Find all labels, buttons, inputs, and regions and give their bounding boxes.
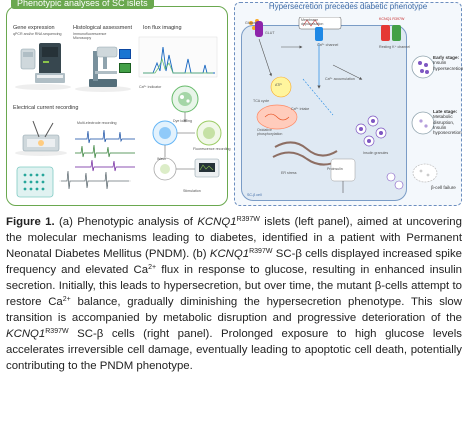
caption-s6: SC-β cells (right panel). Prolonged expo… bbox=[6, 328, 462, 372]
ca-channel-label: Ca²⁺ channel bbox=[317, 43, 339, 47]
ca-indicator-label: Ca²⁺ indicator bbox=[139, 85, 162, 89]
atp-label: ATP bbox=[275, 83, 282, 87]
er-stress-label: ER stress bbox=[281, 171, 297, 175]
panel-a: Phenotypic analyses of SC islets Gene ex… bbox=[6, 0, 231, 206]
late-stage-text: Late stage: Metabolic disruption, Insuli… bbox=[433, 109, 463, 135]
late-stage-body: Metabolic disruption, Insulin hyposecret… bbox=[433, 114, 462, 136]
early-stage-text: Early stage: Insulin hypersecretion bbox=[433, 55, 463, 71]
tca-label: TCA cycle bbox=[253, 99, 270, 103]
multi-electrode-label: Multi-electrode recording bbox=[77, 121, 117, 125]
gene-expression-sub: qPCR and/or RNA sequencing bbox=[13, 32, 62, 36]
caption-mutation-1: R397W bbox=[236, 216, 260, 223]
proinsulin-label: Proinsulin bbox=[327, 167, 343, 171]
gene-expression-label: Gene expression bbox=[13, 25, 55, 31]
caption-s1: (a) Phenotypic analysis of bbox=[54, 216, 198, 228]
granules-label: Insulin granules bbox=[363, 151, 389, 155]
histology-sub: Immunofluorescence Microscopy bbox=[73, 32, 107, 40]
caption-paragraph: Figure 1. (a) Phenotypic analysis of KCN… bbox=[6, 214, 462, 374]
caption-mutation-2: R397W bbox=[249, 248, 273, 255]
late-stage-title: Late stage: bbox=[433, 109, 458, 114]
figure-label: Figure 1. bbox=[6, 216, 55, 228]
caption-s5: balance, gradually diminishing the hyper… bbox=[6, 296, 462, 324]
histology-label: Histological assessment bbox=[73, 25, 132, 31]
spike-traces bbox=[75, 129, 135, 172]
caption-s4: flux in response to glucose, resulting i… bbox=[6, 264, 462, 308]
electrical-recording-label: Electrical current recording bbox=[13, 105, 79, 111]
microscope-illustration bbox=[75, 46, 131, 92]
caption-s2: islets (left panel), aimed at uncovering… bbox=[6, 216, 462, 260]
caption-mutation-3: R397W bbox=[45, 328, 69, 335]
glut-label: GLUT bbox=[265, 31, 275, 35]
caption-gene-1: KCNQ1 bbox=[197, 216, 237, 228]
dye-loading-label: Dye loading bbox=[173, 119, 192, 123]
ca-accumulation-label: Ca²⁺ accumulation bbox=[325, 77, 355, 81]
early-stage-body: Insulin hypersecretion bbox=[433, 60, 464, 71]
ion-flux-label: Ion flux imaging bbox=[143, 25, 182, 31]
mechanism-diagram bbox=[249, 17, 404, 193]
electrode-array-illustration bbox=[16, 166, 131, 198]
caption-gene-3: KCNQ1 bbox=[6, 328, 46, 340]
sequencer-illustration bbox=[15, 43, 71, 90]
oxidative-label: Oxidative phosphorylation bbox=[257, 128, 283, 136]
figure-caption: Figure 1. (a) Phenotypic analysis of KCN… bbox=[6, 214, 462, 374]
figure: Phenotypic analyses of SC islets Gene ex… bbox=[6, 0, 463, 206]
electrode-rig-illustration bbox=[15, 120, 67, 156]
wash-label: Wash bbox=[157, 157, 167, 161]
panel-a-title: Phenotypic analyses of SC islets bbox=[11, 0, 154, 9]
resting-k-label: Resting K⁺ channel bbox=[379, 45, 411, 49]
cell-label: SC-β cell bbox=[247, 193, 262, 197]
fluorescence-recording-label: Fluorescence recording bbox=[193, 147, 231, 151]
panel-b: Hypersecretion precedes diabetic phenoty… bbox=[234, 2, 463, 206]
membrane-label: Membrane depolarisation bbox=[301, 18, 324, 26]
caption-gene-2: KCNQ1 bbox=[209, 248, 250, 260]
kcnq1-label: KCNQ1 R397W bbox=[379, 17, 405, 21]
stimulation-label: Stimulation bbox=[183, 189, 201, 193]
glucose-label: Glucose bbox=[245, 21, 259, 25]
ion-flux-trace bbox=[138, 36, 218, 78]
caption-ca-1: 2+ bbox=[148, 264, 157, 271]
failure-text: β-cell failure bbox=[431, 185, 456, 190]
ion-flux-workflow bbox=[152, 85, 222, 181]
stage-illustrations bbox=[411, 55, 438, 183]
early-stage-title: Early stage: bbox=[433, 55, 460, 60]
panel-b-title: Hypersecretion precedes diabetic phenoty… bbox=[268, 2, 428, 11]
caption-ca-2: 2+ bbox=[62, 296, 71, 303]
ca-intake-label: Ca²⁺ intake bbox=[291, 107, 310, 111]
caption-s3: SC-β cells displayed increased spike fre… bbox=[6, 248, 462, 276]
